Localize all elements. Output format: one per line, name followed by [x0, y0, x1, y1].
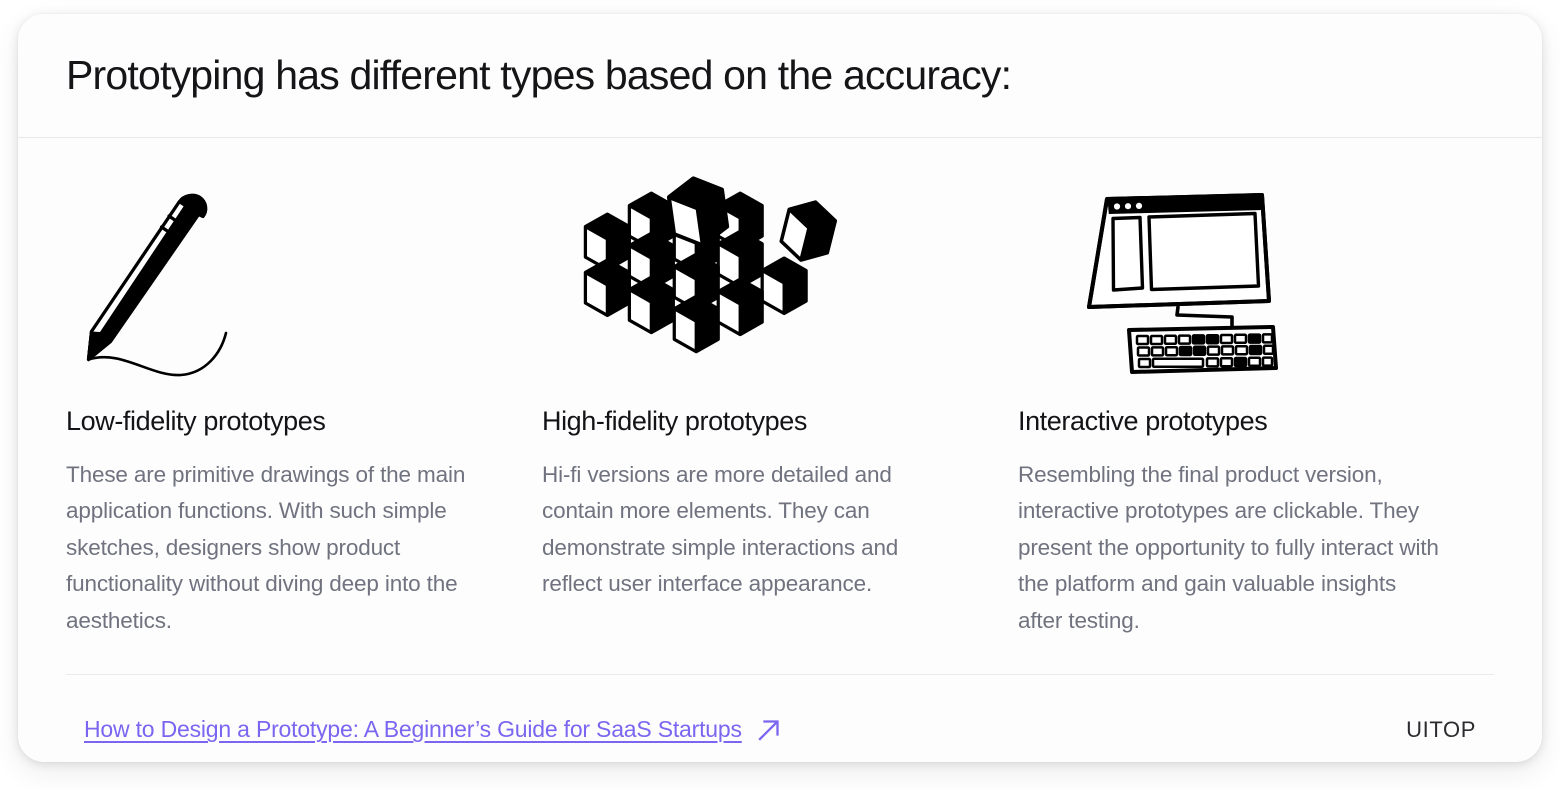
column-description: These are primitive drawings of the main… — [66, 462, 466, 633]
article-link-label: How to Design a Prototype: A Beginner’s … — [84, 716, 742, 742]
column-description: Resembling the final product version, in… — [1017, 462, 1439, 633]
card-header: Prototyping has different types based on… — [18, 14, 1542, 138]
card-footer: How to Design a Prototype: A Beginner’s … — [66, 674, 1494, 762]
info-card: Prototyping has different types based on… — [18, 14, 1542, 762]
monitor-keyboard-icon — [1018, 166, 1484, 396]
cube-blocks-icon — [542, 166, 960, 396]
column-high-fidelity: High-fidelity prototypes Hi-fi versions … — [542, 166, 1018, 674]
column-low-fidelity: Low-fidelity prototypes These are primit… — [66, 166, 542, 674]
column-heading: High-fidelity prototypes — [541, 406, 808, 436]
article-link[interactable]: How to Design a Prototype: A Beginner’s … — [84, 716, 782, 743]
column-heading: Low-fidelity prototypes — [66, 406, 326, 436]
page-title: Prototyping has different types based on… — [66, 51, 1012, 98]
columns-container: Low-fidelity prototypes These are primit… — [18, 138, 1542, 674]
column-description: Hi-fi versions are more detailed and con… — [541, 462, 899, 597]
column-heading: Interactive prototypes — [1017, 406, 1268, 436]
column-interactive: Interactive prototypes Resembling the fi… — [1018, 166, 1494, 674]
arrow-up-right-icon — [756, 717, 782, 743]
brand-logo: UITOP — [1406, 716, 1476, 742]
pencil-sketch-icon — [66, 166, 484, 396]
